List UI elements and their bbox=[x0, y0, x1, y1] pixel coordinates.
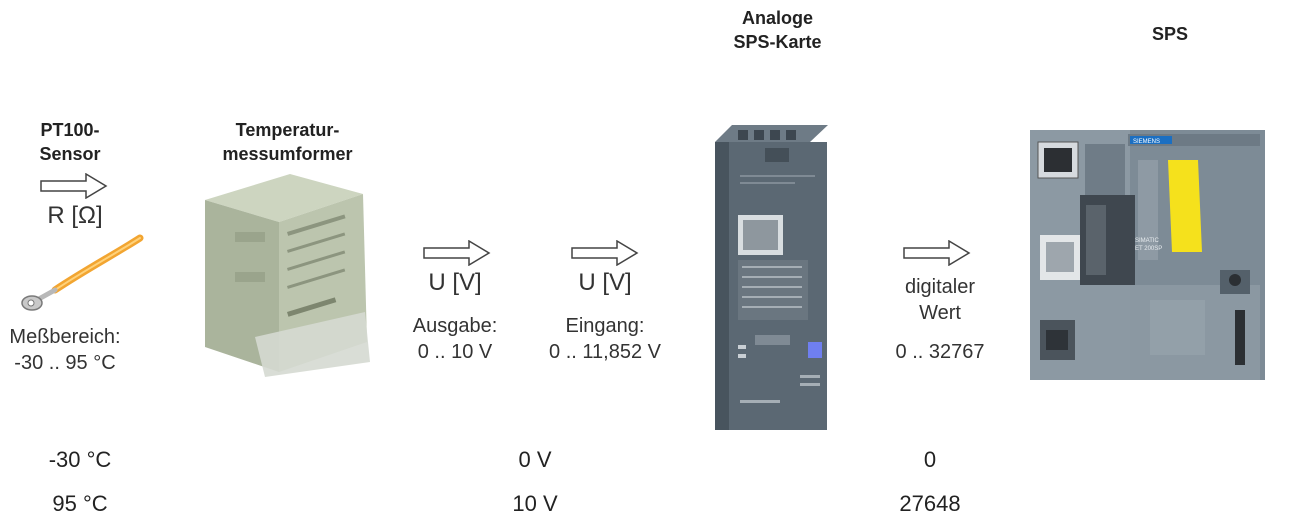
transmitter-title-line1: Temperatur- bbox=[235, 120, 340, 140]
sensor-signal: R [Ω] bbox=[47, 202, 103, 229]
plc-model-line1: SIMATIC bbox=[1135, 238, 1160, 244]
mapping-temp-low: -30 °C bbox=[48, 447, 112, 472]
mapping-digital-high: 27648 bbox=[899, 491, 961, 516]
output-arrow-icon bbox=[423, 240, 491, 266]
transmitter-image bbox=[205, 174, 370, 377]
output-signal: U [V] bbox=[428, 269, 482, 296]
analog-card-image bbox=[715, 125, 828, 430]
input-arrow-icon bbox=[571, 240, 639, 266]
plc-brand-text: SIEMENS bbox=[1133, 139, 1160, 145]
digital-label-line2: Wert bbox=[919, 302, 961, 324]
sensor-title-line1: PT100- bbox=[40, 120, 100, 140]
output-label: Ausgabe: bbox=[412, 315, 498, 337]
sensor-title: PT100- Sensor bbox=[5, 118, 135, 166]
digital-range: 0 .. 32767 bbox=[895, 341, 985, 363]
mapping-volt-high: 10 V bbox=[512, 491, 558, 516]
input-signal: U [V] bbox=[578, 269, 632, 296]
output-range: 0 .. 10 V bbox=[417, 341, 493, 363]
mapping-digital-low: 0 bbox=[923, 447, 937, 472]
digital-label: digitaler Wert bbox=[875, 274, 1005, 326]
pt100-sensor-image bbox=[21, 234, 144, 311]
input-label: Eingang: bbox=[565, 315, 645, 337]
sensor-title-line2: Sensor bbox=[39, 144, 101, 164]
transmitter-title-line2: messumformer bbox=[222, 144, 353, 164]
card-title-line2: SPS-Karte bbox=[733, 32, 822, 52]
plc-title: SPS bbox=[1151, 24, 1189, 44]
plc-model-line2: ET 200SP bbox=[1135, 246, 1162, 252]
card-title-line1: Analoge bbox=[741, 8, 813, 28]
mapping-volt-low: 0 V bbox=[518, 447, 552, 472]
sensor-range-label: Meßbereich: bbox=[9, 326, 121, 348]
transmitter-title: Temperatur- messumformer bbox=[200, 118, 375, 166]
sensor-arrow-icon bbox=[40, 173, 108, 199]
input-range: 0 .. 11,852 V bbox=[549, 341, 661, 363]
digital-label-line1: digitaler bbox=[904, 276, 976, 298]
digital-arrow-icon bbox=[903, 240, 971, 266]
sensor-range-value: -30 .. 95 °C bbox=[14, 352, 116, 374]
mapping-temp-high: 95 °C bbox=[52, 491, 108, 516]
card-title: Analoge SPS-Karte bbox=[700, 6, 855, 54]
plc-image: SIEMENS SIMATIC ET 200SP bbox=[1030, 130, 1265, 380]
